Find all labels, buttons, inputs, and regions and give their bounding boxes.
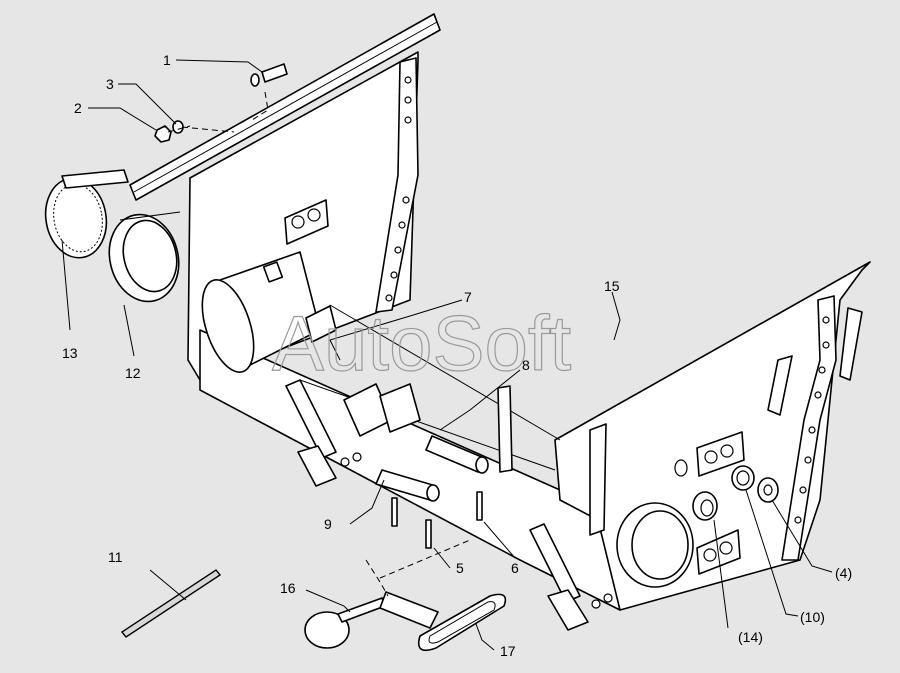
callout-11: 11 bbox=[108, 549, 123, 565]
watermark-text: AutoSoft bbox=[272, 299, 572, 387]
callout-17: 17 bbox=[500, 643, 516, 659]
callout-5: 5 bbox=[456, 560, 464, 576]
callout-15: 15 bbox=[604, 278, 620, 294]
frame-hole bbox=[674, 459, 688, 477]
callout-6: 6 bbox=[511, 560, 519, 576]
spring-pin-6 bbox=[476, 491, 483, 521]
callout-3: 3 bbox=[106, 76, 114, 92]
callout-12: 12 bbox=[125, 365, 141, 381]
bushing-10 bbox=[731, 465, 755, 491]
perforated-strip-left bbox=[375, 57, 419, 313]
callout-4: (4) bbox=[835, 565, 852, 581]
assembly-dash-lines bbox=[167, 91, 471, 597]
perforated-strip-right bbox=[781, 295, 837, 561]
callout-8: 8 bbox=[522, 357, 530, 373]
hitch-tab-right bbox=[529, 523, 589, 631]
callout-1: 1 bbox=[163, 52, 171, 68]
callout-13: 13 bbox=[62, 345, 78, 361]
bushing-14 bbox=[692, 491, 718, 521]
washer-4 bbox=[757, 477, 779, 503]
callout-14: (14) bbox=[738, 629, 763, 645]
pin-9 bbox=[375, 469, 440, 502]
mount-plate-right bbox=[696, 431, 745, 477]
hitch-pin-17 bbox=[379, 591, 507, 652]
hose-clamp-13 bbox=[44, 169, 129, 259]
top-bracket-bar bbox=[129, 13, 441, 201]
ring-sleeve-12 bbox=[108, 211, 181, 303]
callout-10: (10) bbox=[800, 609, 825, 625]
callout-2: 2 bbox=[74, 100, 82, 116]
rod-11 bbox=[120, 569, 222, 638]
callout-labels: 1 2 3 (4) 5 6 7 8 9 (10) 11 12 13 (14) 1… bbox=[62, 52, 852, 659]
tube-cylinder bbox=[201, 251, 321, 373]
leader-lines bbox=[61, 59, 833, 651]
spring-pin-5b bbox=[425, 519, 432, 549]
callout-7: 7 bbox=[464, 289, 472, 305]
hitch-tab-left bbox=[285, 379, 337, 487]
callout-16: 16 bbox=[280, 580, 296, 596]
mount-plate-upper bbox=[284, 199, 329, 245]
end-cap-right bbox=[616, 502, 694, 588]
bracket-7 bbox=[305, 305, 421, 437]
spring-pin-5a bbox=[391, 497, 398, 527]
nut-2 bbox=[154, 125, 172, 143]
bolt-1 bbox=[250, 63, 288, 87]
callout-9: 9 bbox=[324, 516, 332, 532]
side-tabs bbox=[497, 307, 863, 536]
lynch-pin-16 bbox=[304, 597, 386, 649]
lower-bolt-holes bbox=[340, 452, 613, 609]
pin-8 bbox=[425, 435, 489, 474]
